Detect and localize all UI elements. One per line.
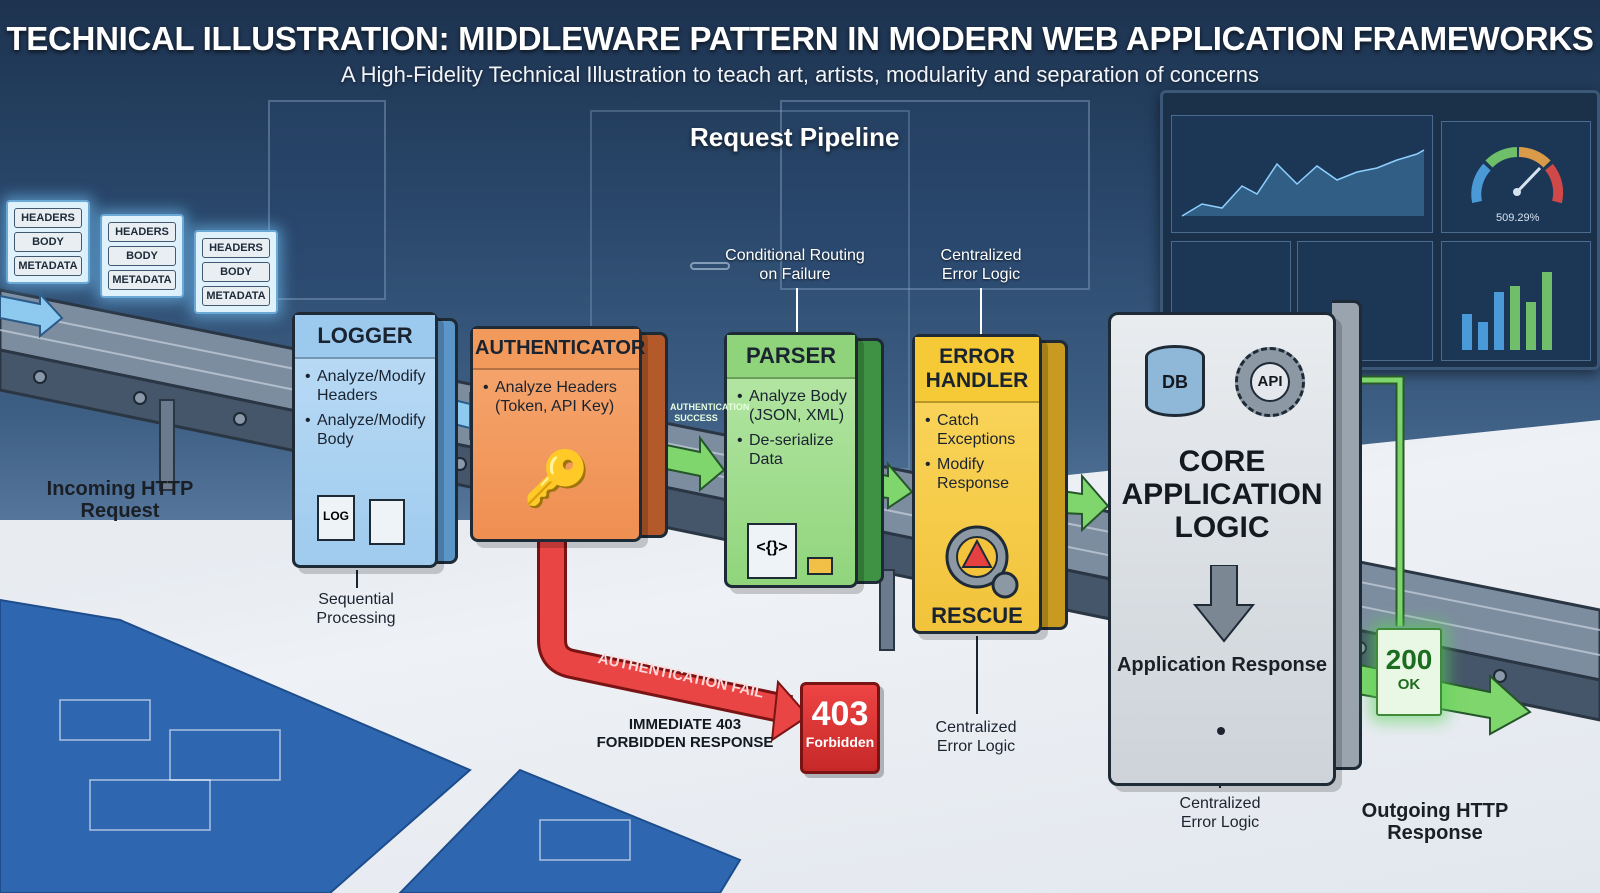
callout-centralized-error-mid: Centralized Error Logic bbox=[935, 719, 1017, 755]
api-label: API bbox=[1257, 373, 1283, 390]
logger-bullet: Analyze/Modify Body bbox=[305, 411, 427, 449]
callout-centralized-error-top: Centralized Error Logic bbox=[940, 247, 1022, 283]
status-403-text: Forbidden bbox=[805, 734, 875, 750]
core-side bbox=[1332, 300, 1362, 770]
authenticator-stage[interactable]: AUTHENTICATOR Analyze Headers (Token, AP… bbox=[470, 326, 645, 542]
line-chart-icon bbox=[1181, 149, 1425, 217]
leader-centralized-error-top bbox=[980, 288, 982, 334]
door-handle-icon bbox=[690, 262, 730, 270]
leader-dot bbox=[1217, 727, 1225, 735]
document-icon bbox=[369, 499, 405, 545]
doc-segment-metadata: METADATA bbox=[14, 256, 82, 276]
page-subtitle: A High-Fidelity Technical Illustration t… bbox=[341, 62, 1259, 87]
gear-warning-icon bbox=[945, 525, 1019, 599]
auth-success-label: AUTHENTICATION SUCCESS bbox=[670, 402, 750, 423]
error-handler-bullet: Catch Exceptions bbox=[925, 411, 1031, 449]
incoming-arrow-icon bbox=[0, 291, 64, 339]
doc-segment-headers: HEADERS bbox=[108, 222, 176, 242]
logger-title: LOGGER bbox=[295, 315, 435, 359]
status-403-code: 403 bbox=[811, 695, 869, 733]
core-application-stage[interactable]: DB API CORE APPLICATION LOGIC Applicatio… bbox=[1108, 312, 1336, 786]
authenticator-side bbox=[638, 332, 668, 538]
log-icon-label: LOG bbox=[323, 509, 349, 523]
parser-bullet: De-serialize Data bbox=[737, 431, 847, 469]
json-file-icon: <{}> bbox=[747, 523, 797, 579]
application-response-label: Application Response bbox=[1116, 654, 1328, 676]
error-handler-title: ERROR HANDLER bbox=[915, 337, 1039, 403]
doc-segment-headers: HEADERS bbox=[14, 208, 82, 228]
bar-chart-icon bbox=[1462, 272, 1552, 350]
request-document: HEADERS BODY METADATA bbox=[100, 214, 184, 298]
down-arrow-icon bbox=[1192, 565, 1256, 643]
leader-conditional-routing bbox=[796, 288, 798, 332]
callout-conditional-routing: Conditional Routing on Failure bbox=[725, 247, 865, 283]
bar-chart-panel bbox=[1441, 241, 1591, 361]
logger-stage[interactable]: LOGGER Analyze/Modify Headers Analyze/Mo… bbox=[292, 312, 438, 568]
authenticator-bullet: Analyze Headers (Token, API Key) bbox=[483, 378, 631, 416]
parser-stage[interactable]: PARSER Analyze Body (JSON, XML) De-seria… bbox=[724, 332, 858, 588]
parser-side bbox=[854, 338, 884, 584]
request-document: HEADERS BODY METADATA bbox=[6, 200, 90, 284]
line-chart-panel bbox=[1171, 115, 1433, 233]
leader-centralized-error-mid bbox=[976, 636, 978, 714]
core-title: CORE APPLICATION LOGIC bbox=[1121, 445, 1323, 544]
error-handler-side bbox=[1038, 340, 1068, 630]
pipeline-label: Request Pipeline bbox=[690, 122, 900, 152]
callout-sequential-processing: Sequential Processing bbox=[316, 591, 396, 627]
gauge-value: 509.29% bbox=[1496, 212, 1540, 224]
authenticator-title: AUTHENTICATOR bbox=[473, 329, 645, 370]
leader-sequential bbox=[356, 570, 358, 588]
auth-fail-arrow-icon bbox=[540, 540, 793, 722]
logger-side bbox=[434, 318, 458, 564]
status-200-code: 200 bbox=[1385, 644, 1433, 675]
json-icon-label: <{}> bbox=[756, 539, 788, 556]
status-200-text: OK bbox=[1397, 676, 1421, 693]
blueprint-sheet-right bbox=[398, 768, 742, 893]
page-title: TECHNICAL ILLUSTRATION: MIDDLEWARE PATTE… bbox=[6, 20, 1594, 57]
status-200-card: 200 OK bbox=[1376, 628, 1442, 716]
error-handler-bullet: Modify Response bbox=[925, 455, 1031, 493]
outgoing-response-label: Outgoing HTTP Response bbox=[1361, 800, 1509, 844]
doc-segment-body: BODY bbox=[202, 262, 270, 282]
doc-segment-metadata: METADATA bbox=[202, 286, 270, 306]
api-gear-icon: API bbox=[1235, 347, 1305, 417]
parser-bullet: Analyze Body (JSON, XML) bbox=[737, 387, 847, 425]
status-403-card: 403 Forbidden bbox=[800, 682, 880, 774]
wall-diagram-center bbox=[780, 100, 1090, 290]
db-label: DB bbox=[1162, 372, 1188, 392]
gauge-icon bbox=[1471, 147, 1564, 204]
folder-icon bbox=[807, 557, 833, 575]
wall-diagram-left bbox=[268, 100, 386, 300]
logger-bullet: Analyze/Modify Headers bbox=[305, 367, 427, 405]
error-handler-stage[interactable]: ERROR HANDLER Catch Exceptions Modify Re… bbox=[912, 334, 1042, 634]
blueprint-sheet-left bbox=[0, 598, 472, 893]
auth-fail-note: IMMEDIATE 403 FORBIDDEN RESPONSE bbox=[596, 716, 774, 751]
gauge-panel: 509.29% bbox=[1441, 121, 1591, 233]
key-lock-icon: 🔑 bbox=[523, 449, 591, 509]
database-icon: DB bbox=[1145, 345, 1205, 417]
doc-segment-headers: HEADERS bbox=[202, 238, 270, 258]
incoming-request-label: Incoming HTTP Request bbox=[46, 478, 194, 522]
request-document: HEADERS BODY METADATA bbox=[194, 230, 278, 314]
parser-title: PARSER bbox=[727, 335, 855, 379]
rescue-label: RESCUE bbox=[931, 603, 1023, 628]
log-file-icon: LOG bbox=[317, 495, 355, 541]
doc-segment-body: BODY bbox=[108, 246, 176, 266]
doc-segment-metadata: METADATA bbox=[108, 270, 176, 290]
callout-centralized-error-right: Centralized Error Logic bbox=[1179, 795, 1261, 831]
doc-segment-body: BODY bbox=[14, 232, 82, 252]
